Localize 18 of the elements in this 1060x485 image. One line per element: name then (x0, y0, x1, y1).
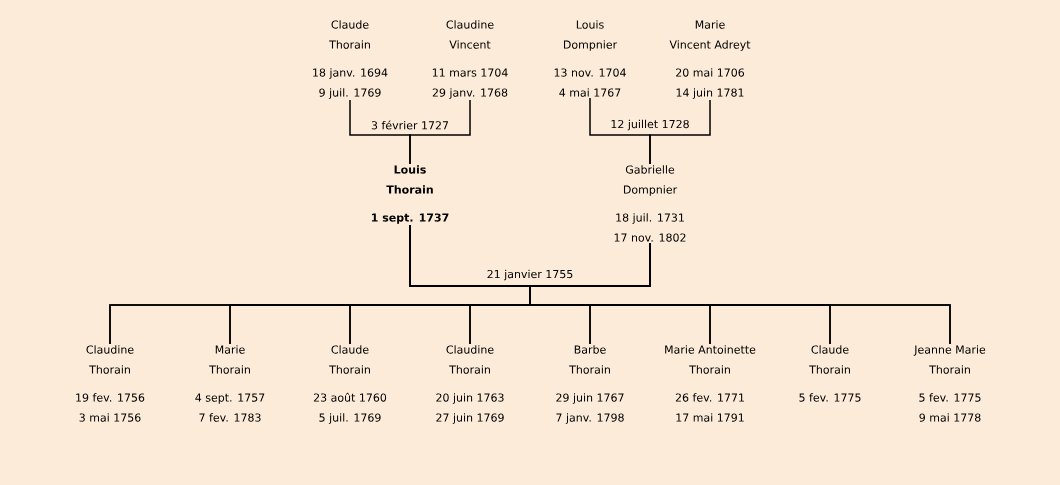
connector-line (649, 99, 711, 165)
person-entry: Claudine Thorain 19 fev. 1756 3 mai 1756 (76, 345, 145, 422)
person-entry: Claudine Vincent 11 mars 1704 29 janv. 1768 (432, 20, 508, 99)
connector-line (529, 242, 951, 345)
person-entry: Gabrielle Dompnier 18 juil. 1731 17 nov. 1802 (614, 165, 686, 242)
person-entry: Claudine Thorain 20 juin 1763 27 juin 1769 (436, 345, 504, 424)
person-entry: Jeanne Marie Thorain 5 fev. 1775 9 mai 1778 (913, 345, 986, 422)
person-entry: Barbe Thorain 29 juin 1767 7 janv. 1798 (556, 345, 624, 424)
person-entry: Claude Thorain 23 août 1760 5 juil. 1769 (313, 345, 387, 424)
person-entry: Louis Dompnier 13 nov. 1704 4 mai 1767 (554, 20, 626, 97)
person-entry: Claude Thorain 18 janv. 1694 9 juil. 1769 (313, 20, 388, 99)
edge-label: 3 février 1727 (370, 119, 450, 131)
person-entry: Marie Thorain 4 sept. 1757 7 fev. 1783 (195, 345, 265, 422)
person-entry: Claude Thorain 5 fev. 1775 (799, 345, 861, 402)
connector-line (409, 99, 471, 165)
person-entry: Marie Antoinette Thorain 26 fev. 1771 17 mai 1791 (665, 345, 756, 422)
person-entry: Louis Thorain 1 sept. 1737 (372, 165, 449, 224)
person-entry: Marie Vincent Adreyt 20 mai 1706 14 juin 1781 (669, 20, 751, 99)
